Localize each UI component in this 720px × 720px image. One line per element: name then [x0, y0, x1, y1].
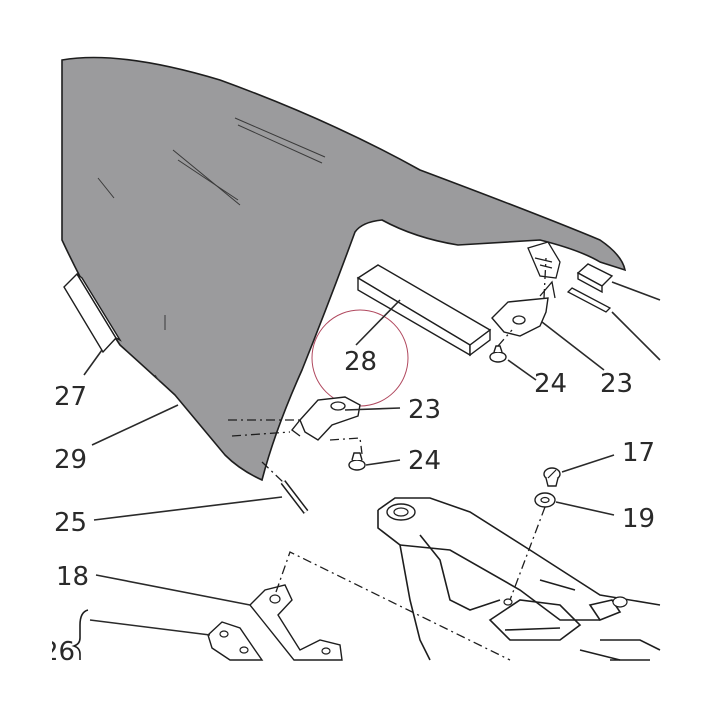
leader-line	[91, 404, 179, 446]
callout-17: 17	[622, 438, 655, 468]
callout-27: 27	[54, 382, 87, 412]
leader-line	[93, 496, 283, 521]
bottom-edge-mask	[0, 662, 720, 720]
seat-frame	[377, 497, 661, 661]
screw-part-17	[543, 467, 561, 487]
bracket-part-23-right	[491, 257, 556, 337]
callout-28: 28	[344, 347, 377, 377]
hinge-bracket-part-18	[249, 584, 343, 661]
bracket-brace	[71, 609, 89, 660]
pin-part-25	[261, 461, 309, 514]
leader-line	[344, 407, 401, 411]
leader-line	[365, 459, 401, 466]
cover-crease-line	[154, 374, 161, 383]
dashed-assembly-line	[329, 437, 363, 455]
leader-line	[355, 299, 401, 346]
foam-pad-part-28	[356, 264, 492, 357]
cover-crease-line	[172, 149, 241, 206]
callout-25: 25	[54, 508, 87, 538]
cover-crease-line	[97, 177, 115, 199]
leader-line	[89, 619, 211, 636]
cover-crease-line	[177, 159, 239, 201]
leader-line	[561, 454, 615, 473]
callout-23-right: 23	[600, 369, 633, 399]
cover-slot	[534, 257, 553, 269]
callout-19: 19	[622, 504, 655, 534]
dashed-assembly-line	[275, 551, 511, 661]
callout-23-center: 23	[408, 395, 441, 425]
callout-24-right: 24	[534, 369, 567, 399]
small-pad-right	[576, 263, 614, 294]
screw-part-24-center	[348, 452, 366, 471]
hinge-bracket-part-26	[207, 621, 264, 661]
leader-line	[555, 501, 615, 516]
leader-line	[611, 281, 661, 301]
screw-part-24-right	[489, 329, 513, 363]
seat-cover-part-29	[61, 56, 627, 482]
leader-line	[95, 574, 251, 606]
leader-line	[611, 311, 661, 361]
leader-line	[83, 349, 103, 376]
pad-part-27	[63, 272, 122, 354]
washer-part-19	[509, 492, 556, 601]
cover-crease-line	[234, 117, 326, 158]
callout-18: 18	[56, 562, 89, 592]
leader-line	[507, 359, 537, 381]
leader-line	[541, 321, 605, 371]
cover-crease-line	[237, 124, 323, 164]
thin-strip-right	[566, 287, 612, 313]
bracket-part-23-center	[291, 396, 361, 441]
callout-24-center: 24	[408, 446, 441, 476]
callout-29: 29	[54, 445, 87, 475]
